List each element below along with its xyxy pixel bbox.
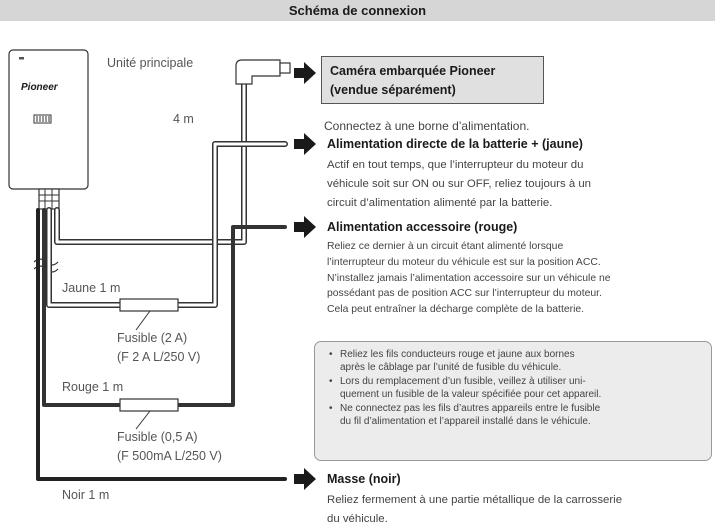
yellow-fuse-spec: (F 2 A L/250 V) <box>117 350 201 364</box>
camera-plug <box>235 59 291 85</box>
yellow-fuse <box>119 298 179 331</box>
arrow-accessory-icon <box>294 216 316 238</box>
notes-box: Reliez les fils conducteurs rouge et jau… <box>314 341 712 461</box>
power-intro: Connectez à une borne d’alimentation. <box>324 119 530 133</box>
arrow-camera-icon <box>294 62 316 84</box>
battery-line: circuit d’alimentation alimenté par la b… <box>327 197 553 209</box>
battery-line: véhicule soit sur ON ou sur OFF, reliez … <box>327 178 591 190</box>
accessory-line: possédant pas de position ACC sur l’inte… <box>327 288 602 300</box>
camera-subtitle: (vendue séparément) <box>330 83 456 97</box>
red-wire-label: Rouge 1 m <box>62 380 124 394</box>
camera-cable <box>54 81 247 245</box>
battery-text: Actif en tout temps, que l’interrupteur … <box>327 156 591 213</box>
red-fuse-spec: (F 500mA L/250 V) <box>117 449 222 463</box>
main-unit <box>8 49 89 210</box>
ground-line: Reliez fermement à une partie métallique… <box>327 494 623 506</box>
ground-line: du véhicule. <box>327 513 388 525</box>
yellow-wire <box>46 141 288 308</box>
note-item: Lors du remplacement d’un fusible, veill… <box>329 375 705 402</box>
accessory-line: l’interrupteur du moteur du véhicule est… <box>327 256 601 268</box>
diagram-title: Schéma de connexion <box>0 0 715 21</box>
accessory-heading: Alimentation accessoire (rouge) <box>327 220 518 234</box>
battery-heading: Alimentation directe de la batterie + (j… <box>327 137 583 151</box>
accessory-line: Cela peut entraîner la décharge complète… <box>327 304 585 316</box>
yellow-fuse-label: Fusible (2 A) <box>117 331 188 345</box>
main-unit-label: Unité principale <box>107 56 194 70</box>
accessory-text: Reliez ce dernier à un circuit étant ali… <box>327 239 611 318</box>
black-wire <box>36 208 287 481</box>
cable-length-label: 4 m <box>173 112 194 126</box>
battery-line: Actif en tout temps, que l’interrupteur … <box>327 159 584 171</box>
red-fuse <box>119 398 179 430</box>
ground-text: Reliez fermement à une partie métallique… <box>327 491 622 529</box>
red-fuse-label: Fusible (0,5 A) <box>117 430 198 444</box>
ground-heading: Masse (noir) <box>327 472 401 486</box>
camera-title: Caméra embarquée Pioneer <box>330 64 496 78</box>
brand-logo: Pioneer <box>21 82 58 93</box>
note-item: Reliez les fils conducteurs rouge et jau… <box>329 348 705 375</box>
yellow-wire-label: Jaune 1 m <box>62 281 121 295</box>
arrow-ground-icon <box>294 468 316 490</box>
black-wire-label: Noir 1 m <box>62 488 110 502</box>
accessory-line: N’installez jamais l’alimentation access… <box>327 272 611 284</box>
camera-box: Caméra embarquée Pioneer (vendue séparém… <box>321 56 544 104</box>
accessory-line: Reliez ce dernier à un circuit étant ali… <box>327 241 564 252</box>
red-wire <box>42 208 287 407</box>
arrow-battery-icon <box>294 133 316 155</box>
note-item: Ne connectez pas les fils d’autres appar… <box>329 402 705 429</box>
